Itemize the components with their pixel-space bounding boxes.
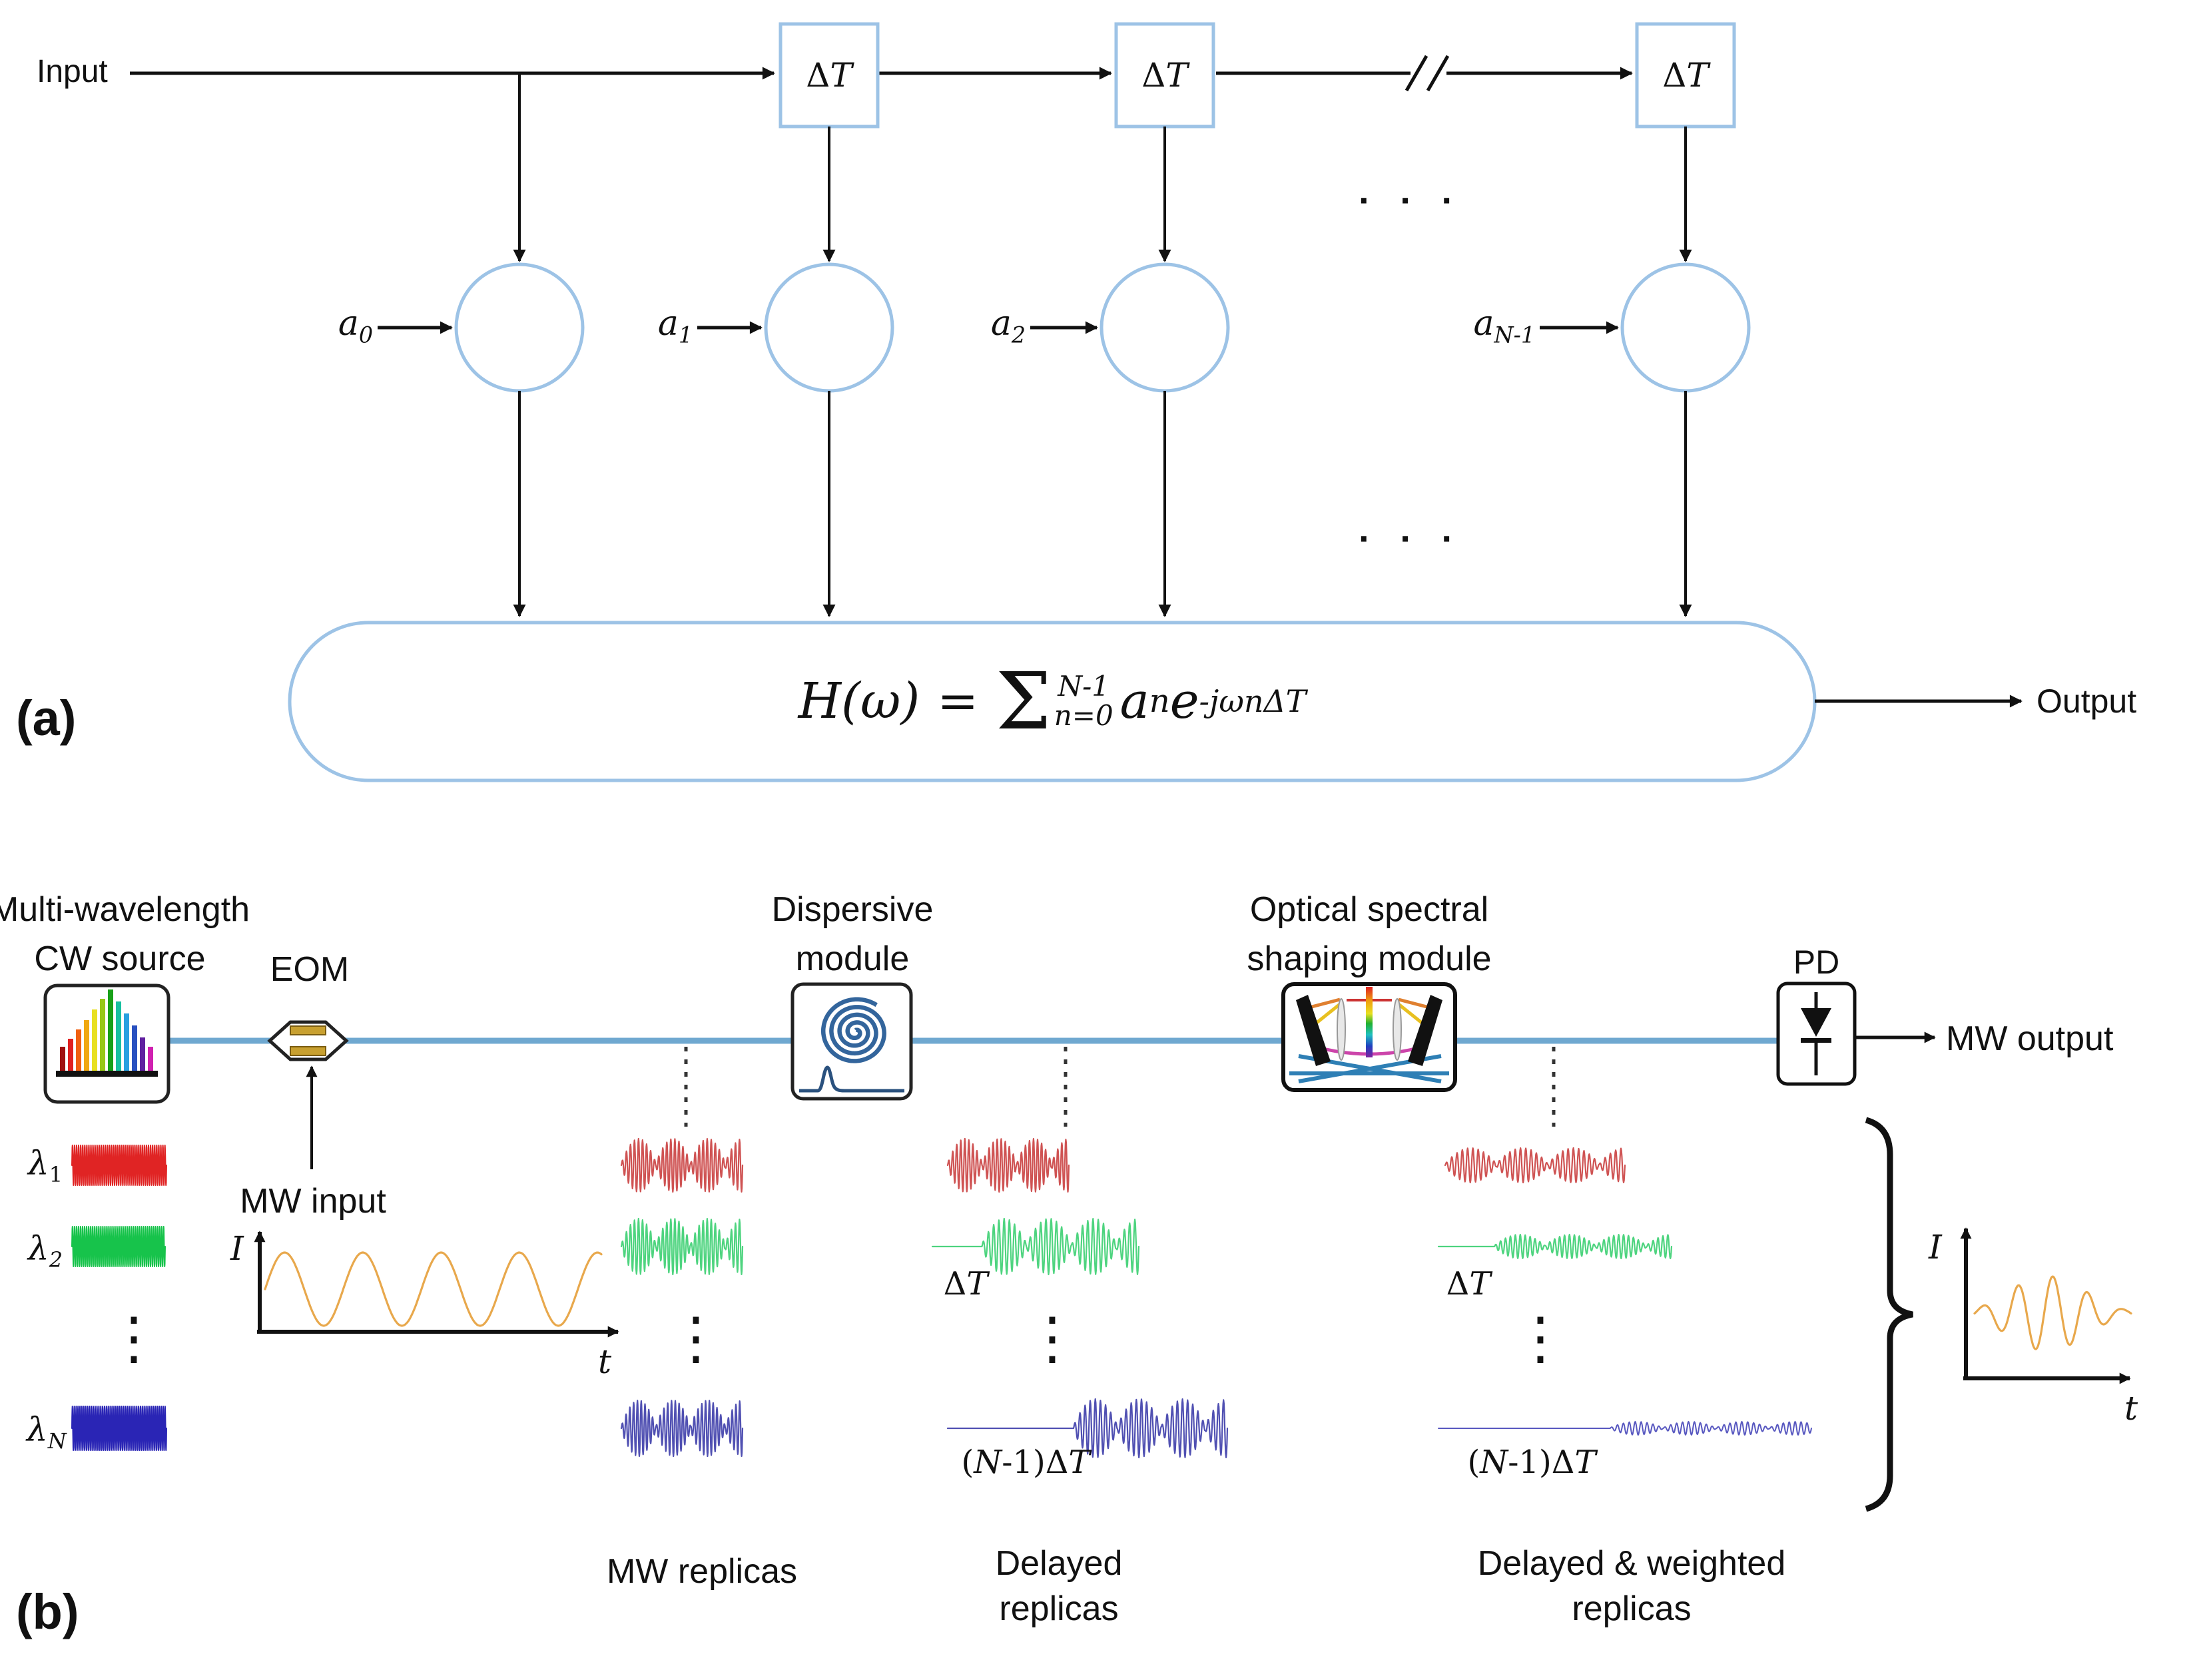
coeff-a0: a0 [338, 304, 373, 348]
weighted-wave-green [1437, 1233, 1673, 1260]
panel-a-schematic [130, 22, 2023, 782]
lambda-N-label: λN [27, 1410, 67, 1454]
mw-output-plot-axes [1960, 1227, 2131, 1384]
weighted-wave-red [1444, 1147, 1626, 1184]
panel-a-tag: (a) [16, 691, 77, 746]
input-label: Input [37, 54, 108, 89]
coeff-aN1: aN-1 [1473, 304, 1535, 348]
dispersive-box [790, 982, 913, 1101]
vdots-replicas: ⋮ [667, 1306, 725, 1370]
dispersive-label-2: module [795, 940, 910, 978]
vdots-weighted: ⋮ [1512, 1306, 1569, 1370]
source-wave-green [71, 1226, 166, 1267]
multiplier-3 [1620, 262, 1751, 393]
source-wave-blue [71, 1406, 167, 1451]
caption-mw-replicas: MW replicas [606, 1552, 798, 1591]
brace [1865, 1117, 1913, 1512]
pd-label: PD [1793, 944, 1840, 981]
panel-b-tag: (b) [16, 1584, 79, 1639]
caption-delayed-2: replicas [999, 1589, 1119, 1628]
mw-output-sine [1973, 1275, 2132, 1350]
shaping-label-2: shaping module [1247, 940, 1492, 978]
dispersive-spiral-icon [799, 997, 904, 1093]
cw-source-icon [43, 983, 170, 1104]
mid-ellipsis: · · · [1359, 517, 1464, 559]
caption-delayed-1: Delayed [995, 1544, 1123, 1583]
shaping-icon [1281, 982, 1457, 1092]
source-wave-red [71, 1145, 167, 1186]
multiplier-2 [1100, 262, 1230, 393]
replica-wave-green [620, 1217, 744, 1276]
break-slash-1 [1405, 55, 1428, 92]
source-label-2: CW source [34, 940, 206, 978]
mw-output-label: MW output [1946, 1019, 2114, 1058]
axis-i-output: I [1929, 1228, 1942, 1266]
dispersive-label-1: Dispersive [771, 890, 934, 929]
vdots-delayed: ⋮ [1024, 1306, 1081, 1370]
panel-b-schematic [43, 981, 2131, 1512]
replica-wave-red [620, 1137, 744, 1193]
weighted-wave-blue [1438, 1421, 1812, 1436]
top-ellipsis: · · · [1359, 179, 1464, 221]
delayed-wave-green [931, 1217, 1140, 1276]
shaping-label-1: Optical spectral [1249, 890, 1489, 929]
mw-input-plot-axes [254, 1231, 619, 1338]
delay-box-2 [1114, 22, 1215, 129]
caption-weighted-1: Delayed & weighted [1477, 1544, 1786, 1583]
lambda-2-label: λ2 [28, 1229, 63, 1272]
pd-icon [1776, 981, 1857, 1086]
source-label-1: Multi-wavelength [0, 890, 250, 929]
mw-input-sine [264, 1251, 603, 1327]
delayed-wave-red [946, 1137, 1070, 1193]
multiplier-1 [764, 262, 894, 393]
delayed-wave-blue [946, 1398, 1229, 1459]
coeff-a1: a1 [657, 304, 693, 348]
axis-i-input: I [230, 1229, 244, 1268]
vdots-source: ⋮ [105, 1306, 162, 1370]
axis-t-output: t [2124, 1389, 2138, 1428]
break-slash-2 [1426, 55, 1450, 92]
coeff-a2: a2 [990, 304, 1026, 348]
multiplier-0 [454, 262, 585, 393]
axis-t-input: t [598, 1342, 612, 1381]
replica-wave-blue [620, 1400, 744, 1458]
eom-label: EOM [270, 950, 350, 989]
output-label: Output [2037, 683, 2137, 720]
caption-weighted-2: replicas [1572, 1589, 1692, 1628]
lambda-1-label: λ1 [28, 1144, 63, 1187]
mw-input-label: MW input [240, 1182, 386, 1221]
eom-icon [267, 1020, 349, 1061]
delay-box-3 [1635, 22, 1736, 129]
